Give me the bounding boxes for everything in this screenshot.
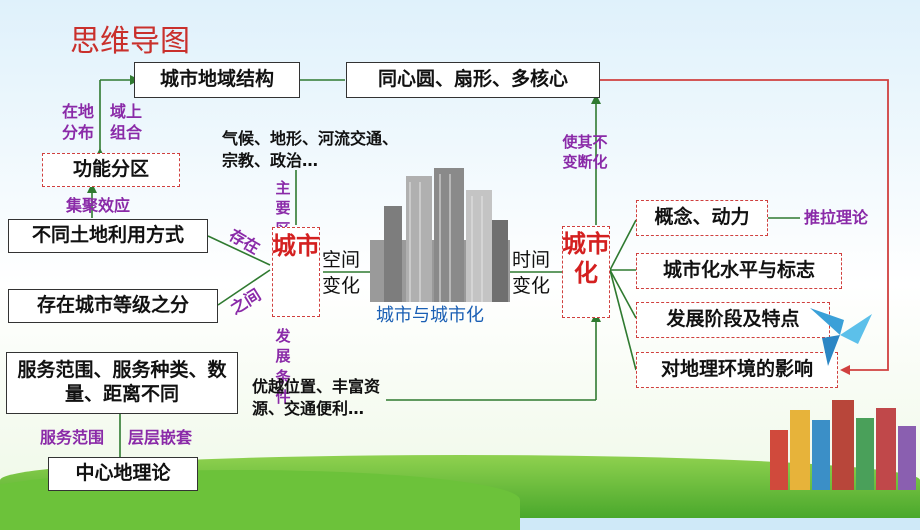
label-hierarchy: 层层嵌套 [128,428,193,447]
page-title: 思维导图 [70,24,190,59]
label-development-conditions: 发展条件 [275,327,291,406]
city-label: 城市 [272,232,320,260]
text-time-change: 时间变化 [512,249,551,297]
node-urban-structure: 城市地域结构 [134,62,300,98]
label-zone-distribution: 在地分布 [62,102,95,142]
node-environmental-impact: 对地理环境的影响 [636,352,838,388]
urbanization-label: 城市化 [562,230,610,287]
label-agglomeration: 集聚效应 [66,196,131,215]
node-city [272,227,320,317]
node-land-use: 不同土地利用方式 [8,219,208,253]
node-city-levels: 存在城市等级之分 [8,289,218,323]
pinwheel-decoration [810,308,872,366]
city-buildings-illustration [370,168,510,302]
text-location-factors: 气候、地形、河流交通、宗教、政治… [222,129,399,171]
text-development-conditions: 优越位置、丰富资源、交通便利… [252,377,381,419]
node-concept-dynamics: 概念、动力 [636,200,768,236]
node-central-place-theory: 中心地理论 [48,457,198,491]
node-development-stages: 发展阶段及特点 [636,302,830,338]
label-service-range: 服务范围 [40,428,105,447]
node-urbanization [562,226,610,318]
text-space-change: 空间变化 [322,249,361,297]
label-push-pull-theory: 推拉理论 [804,208,869,227]
books-decoration [770,400,916,490]
connector-lines [87,75,889,458]
label-zone-combination: 域上组合 [110,102,143,142]
node-service-differences: 服务范围、服务种类、数量、距离不同 [6,352,238,414]
node-structure-models: 同心圆、扇形、多核心 [346,62,600,98]
node-functional-zones: 功能分区 [42,153,180,187]
label-cause-change: 使其不变断化 [562,133,608,172]
label-main-location: 主要区位 [275,179,291,258]
node-urbanization-level: 城市化水平与标志 [636,253,842,289]
caption-city-and-urbanization: 城市与城市化 [376,305,484,326]
